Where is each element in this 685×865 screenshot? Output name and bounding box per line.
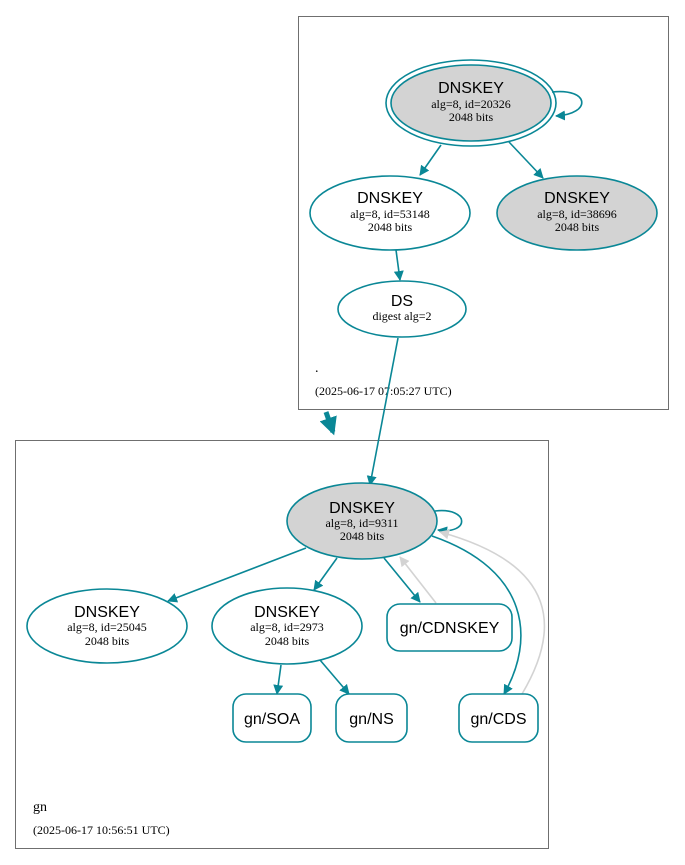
node-gn-soa: gn/SOA [232,693,312,743]
node-root-zsk2: DNSKEY alg=8, id=38696 2048 bits [496,175,658,251]
node-gn-cds-shape [458,693,539,743]
edges-root [366,90,583,486]
edge-gnksk-key1 [167,547,307,603]
delegation-edge [319,411,337,436]
zone-root-border [298,16,669,410]
node-root-zsk1-line2: 2048 bits [368,220,413,234]
node-root-zsk1-shape [309,175,471,251]
edge-gnksk-self [434,509,463,537]
node-root-ksk-line2: 2048 bits [449,110,494,124]
edge-gnksk-key2 [313,557,338,591]
node-gn-cdnskey-title: gn/CDNSKEY [400,620,500,637]
node-gn-key1-line1: alg=8, id=25045 [67,620,147,634]
node-gn-ksk-line1: alg=8, id=9311 [325,516,398,530]
node-gn-cds-title: gn/CDS [470,711,526,728]
zone-gn: gn (2025-06-17 10:56:51 UTC) [15,440,549,849]
node-root-ksk-line1: alg=8, id=20326 [431,97,511,111]
node-gn-ksk-line2: 2048 bits [340,529,385,543]
node-gn-key2-title: DNSKEY [254,604,320,621]
zone-root-name: . [315,361,319,376]
node-gn-key1-title: DNSKEY [74,604,140,621]
node-root-ds-shape [337,280,467,338]
node-gn-soa-shape [232,693,312,743]
node-root-ds: DS digest alg=2 [337,280,467,338]
node-gn-ksk-title: DNSKEY [329,500,395,517]
node-root-ksk: DNSKEY alg=8, id=20326 2048 bits [385,59,557,147]
edge-ksk-self [551,90,583,121]
node-root-ksk-title: DNSKEY [438,80,504,97]
zone-root-timestamp: (2025-06-17 07:05:27 UTC) [315,384,452,398]
node-gn-cdnskey-shape [386,603,513,652]
node-gn-cdnskey: gn/CDNSKEY [386,603,513,652]
node-root-zsk2-shape [496,175,658,251]
node-gn-key2: DNSKEY alg=8, id=2973 2048 bits [211,587,363,665]
node-root-zsk1-line1: alg=8, id=53148 [350,207,430,221]
edge-gnksk-cds [431,535,522,695]
node-root-zsk2-line1: alg=8, id=38696 [537,207,617,221]
node-gn-key2-line2: 2048 bits [265,634,310,648]
node-gn-ns: gn/NS [335,693,408,743]
node-gn-key1-line2: 2048 bits [85,634,130,648]
edge-ksk-zsk1 [419,144,442,176]
node-root-zsk2-title: DNSKEY [544,190,610,207]
edge-cds-gnksk [439,529,546,695]
node-gn-ksk-shape [286,482,438,560]
node-root-ksk-outer [385,59,557,147]
zone-gn-border [15,440,549,849]
node-gn-key1-shape [26,588,188,664]
node-gn-ksk: DNSKEY alg=8, id=9311 2048 bits [286,482,438,560]
zone-gn-timestamp: (2025-06-17 10:56:51 UTC) [33,823,170,837]
edge-cdnskey-gnksk [399,556,437,604]
node-gn-key1: DNSKEY alg=8, id=25045 2048 bits [26,588,188,664]
node-root-zsk2-line2: 2048 bits [555,220,600,234]
edge-zsk1-ds [393,249,404,281]
node-root-zsk1-title: DNSKEY [357,190,423,207]
node-root-ksk-shape [390,64,552,142]
node-gn-soa-title: gn/SOA [244,711,300,728]
edge-ksk-zsk2 [508,141,544,179]
edge-ds-gnksk [366,337,399,486]
node-gn-cds: gn/CDS [458,693,539,743]
edges-gn [167,509,546,695]
edge-key2-ns [319,659,350,695]
node-gn-key2-line1: alg=8, id=2973 [250,620,324,634]
node-gn-ns-shape [335,693,408,743]
node-root-ds-line1: digest alg=2 [372,309,431,323]
node-gn-key2-shape [211,587,363,665]
edge-gnksk-cdnskey [383,557,421,603]
node-gn-ns-title: gn/NS [349,711,393,728]
zone-root: . (2025-06-17 07:05:27 UTC) [298,16,669,410]
edge-key2-soa [273,664,284,695]
node-root-ds-title: DS [391,293,413,310]
zone-gn-name: gn [33,800,47,815]
node-root-zsk1: DNSKEY alg=8, id=53148 2048 bits [309,175,471,251]
